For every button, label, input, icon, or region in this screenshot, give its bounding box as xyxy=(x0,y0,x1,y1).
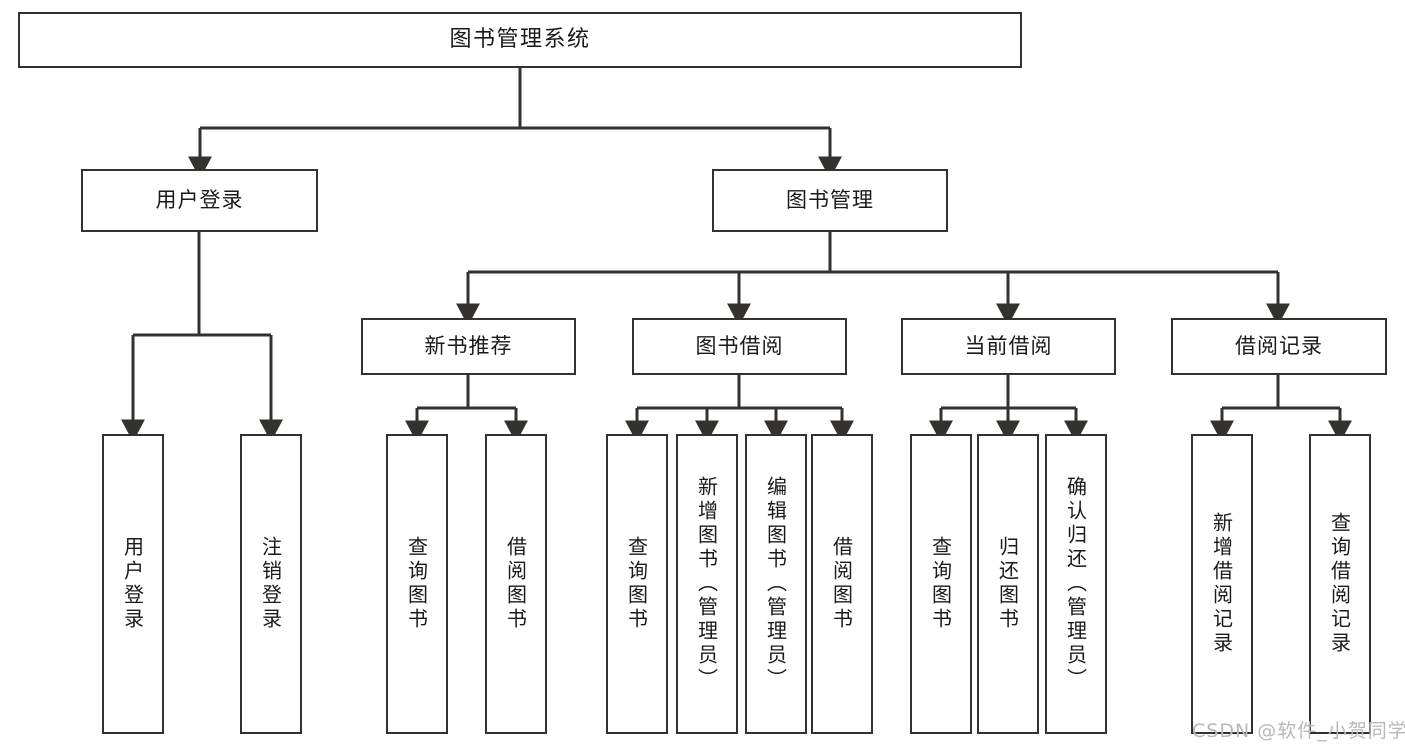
leaf-query-book-current[interactable]: 查询图书 xyxy=(910,434,972,734)
leaf-label: 查询图书 xyxy=(928,536,953,632)
leaf-edit-book-admin[interactable]: 编辑图书（管理员） xyxy=(745,434,807,734)
node-user-login[interactable]: 用户登录 xyxy=(81,169,318,232)
leaf-query-book-recommend[interactable]: 查询图书 xyxy=(386,434,448,734)
leaf-label: 查询图书 xyxy=(624,536,649,632)
leaf-confirm-return-admin[interactable]: 确认归还（管理员） xyxy=(1045,434,1107,734)
leaf-add-borrow-record[interactable]: 新增借阅记录 xyxy=(1191,434,1253,734)
leaf-label: 查询图书 xyxy=(404,536,429,632)
leaf-logout-login[interactable]: 注销登录 xyxy=(240,434,302,734)
leaf-label: 借阅图书 xyxy=(829,536,854,632)
leaf-borrow-book[interactable]: 借阅图书 xyxy=(811,434,873,734)
leaf-user-login[interactable]: 用户登录 xyxy=(102,434,164,734)
node-current-borrow[interactable]: 当前借阅 xyxy=(901,318,1116,375)
leaf-add-book-admin[interactable]: 新增图书（管理员） xyxy=(676,434,738,734)
leaf-label: 归还图书 xyxy=(995,536,1020,632)
leaf-query-borrow-record[interactable]: 查询借阅记录 xyxy=(1309,434,1371,734)
node-book-management[interactable]: 图书管理 xyxy=(712,169,948,232)
leaf-query-book-borrow[interactable]: 查询图书 xyxy=(606,434,668,734)
leaf-label: 编辑图书（管理员） xyxy=(763,476,788,692)
node-book-borrow[interactable]: 图书借阅 xyxy=(632,318,847,375)
node-root-system[interactable]: 图书管理系统 xyxy=(18,12,1022,68)
leaf-label: 新增图书（管理员） xyxy=(694,476,719,692)
leaf-label: 确认归还（管理员） xyxy=(1063,476,1088,692)
leaf-borrow-book-recommend[interactable]: 借阅图书 xyxy=(485,434,547,734)
node-new-book-recommend[interactable]: 新书推荐 xyxy=(361,318,576,375)
leaf-label: 用户登录 xyxy=(120,536,145,632)
leaf-label: 新增借阅记录 xyxy=(1209,512,1234,656)
leaf-label: 注销登录 xyxy=(258,536,283,632)
leaf-return-book[interactable]: 归还图书 xyxy=(977,434,1039,734)
csdn-watermark: CSDN @软件_小贺同学 xyxy=(1192,720,1405,742)
leaf-label: 借阅图书 xyxy=(503,536,528,632)
node-borrow-record[interactable]: 借阅记录 xyxy=(1171,318,1387,375)
leaf-label: 查询借阅记录 xyxy=(1327,512,1352,656)
